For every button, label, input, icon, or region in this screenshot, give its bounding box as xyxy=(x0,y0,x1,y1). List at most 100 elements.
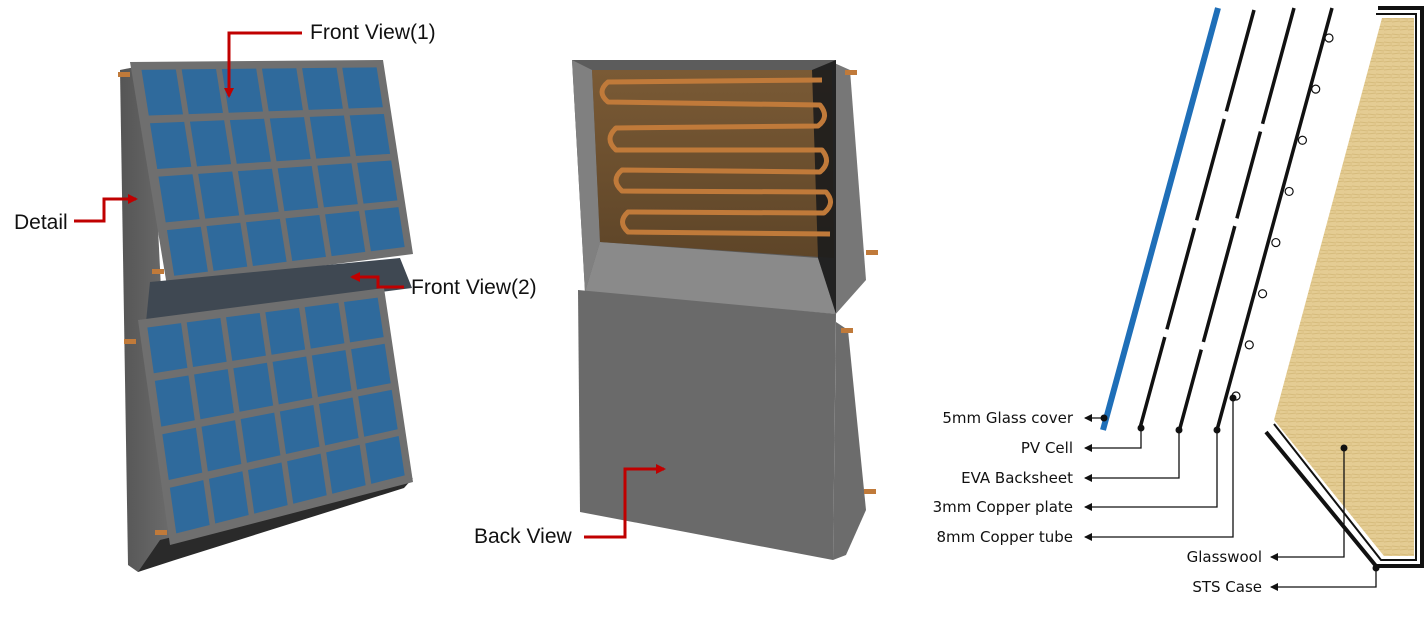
pv-cell-layer xyxy=(1138,9,1256,429)
callout-arrow xyxy=(224,31,302,98)
pv-cell xyxy=(194,369,234,420)
section-label: STS Case xyxy=(1192,578,1262,596)
pv-cell xyxy=(189,120,232,167)
pv-cell xyxy=(208,471,249,524)
callout-line xyxy=(1270,568,1377,591)
callout-front-view-1: Front View(1) xyxy=(224,21,436,98)
section-label: 8mm Copper tube xyxy=(936,528,1073,546)
copper-pin xyxy=(124,339,136,344)
copper-pin xyxy=(845,70,857,75)
pv-cell xyxy=(302,67,343,110)
glass-cover xyxy=(1100,7,1221,431)
callout-arrow xyxy=(584,464,666,539)
section-label: 3mm Copper plate xyxy=(933,498,1073,516)
callout-line xyxy=(1084,430,1180,482)
callout-line xyxy=(1084,398,1234,541)
pv-cell xyxy=(342,67,383,109)
panel-gap-strip xyxy=(146,258,412,322)
section-label: Glasswool xyxy=(1187,548,1262,566)
callout-arrow xyxy=(74,194,138,223)
pv-cell xyxy=(162,427,203,481)
copper-pin xyxy=(866,250,878,255)
lower-pv-cells xyxy=(147,297,405,534)
tube-section xyxy=(1257,289,1268,299)
pv-cell xyxy=(351,343,391,390)
copper-pin xyxy=(155,530,167,535)
pv-cell xyxy=(326,444,366,494)
pv-cell xyxy=(186,318,227,368)
back-module xyxy=(572,60,878,560)
front-module xyxy=(118,60,413,572)
pv-cell xyxy=(349,113,391,157)
pv-cell xyxy=(277,166,319,212)
copper-tube xyxy=(599,77,833,237)
sts-case-inner xyxy=(1273,13,1417,561)
tube-section xyxy=(1271,237,1281,248)
pv-cell xyxy=(364,207,405,252)
upper-pv-cells xyxy=(141,67,405,276)
pv-cell xyxy=(365,435,405,484)
pv-cell xyxy=(158,174,200,223)
callout-line xyxy=(1084,428,1142,452)
pv-cell xyxy=(154,375,195,427)
label-front-view-1: Front View(1) xyxy=(310,21,436,44)
pv-cell xyxy=(325,211,366,257)
pv-cell xyxy=(309,115,351,159)
pv-cell xyxy=(181,69,223,115)
pv-cell xyxy=(319,397,359,446)
cross-section xyxy=(1100,6,1424,568)
cavity-left-wall xyxy=(572,60,600,292)
pv-cell xyxy=(344,297,384,343)
pv-cell xyxy=(261,68,303,112)
pv-cell xyxy=(149,121,192,169)
copper-pin xyxy=(864,489,876,494)
tube-section xyxy=(1297,135,1308,145)
back-side-wall-lower xyxy=(833,322,866,560)
label-detail: Detail xyxy=(14,211,68,234)
glasswool xyxy=(1274,18,1414,556)
pv-cell xyxy=(246,218,287,266)
back-side-wall xyxy=(832,62,866,316)
section-label: 5mm Glass cover xyxy=(942,409,1073,427)
pv-cell xyxy=(198,171,240,219)
callout-arrow xyxy=(350,272,404,289)
cavity-bottom-wall xyxy=(585,242,836,314)
pv-cell xyxy=(317,163,358,208)
pv-cell xyxy=(265,307,306,355)
pv-cell xyxy=(279,405,320,455)
module-bottom-shadow xyxy=(138,478,413,572)
pv-cell xyxy=(269,117,311,162)
callout-line xyxy=(1084,430,1218,511)
pv-cell xyxy=(240,412,281,463)
pv-cell xyxy=(166,226,208,276)
section-label: EVA Backsheet xyxy=(961,469,1073,487)
pv-cell xyxy=(229,118,271,164)
copper-plate-layer xyxy=(1215,7,1334,431)
tube-section xyxy=(1244,340,1254,350)
copper-pin xyxy=(152,269,164,274)
tube-section xyxy=(1311,84,1321,94)
back-panel xyxy=(578,290,836,560)
pv-cell xyxy=(304,302,345,349)
eva-backsheet-layer xyxy=(1178,7,1296,429)
pv-cell xyxy=(221,68,263,113)
callout-detail: Detail xyxy=(14,194,138,234)
copper-pin xyxy=(841,328,853,333)
pv-cell xyxy=(357,160,398,204)
sts-case-outline xyxy=(1264,6,1424,568)
callout-front-view-2: Front View(2) xyxy=(350,272,537,299)
pv-cell xyxy=(358,389,398,437)
pv-cell xyxy=(226,312,266,361)
tube-section xyxy=(1284,186,1294,197)
callout-back-view: Back View xyxy=(474,464,666,548)
pv-cell xyxy=(272,356,313,405)
pv-cell xyxy=(287,453,327,504)
pv-cell xyxy=(147,323,188,374)
tube-section xyxy=(1324,33,1334,43)
callout-line xyxy=(1270,448,1345,561)
pv-cell xyxy=(248,462,288,514)
section-label: PV Cell xyxy=(1021,439,1073,457)
pv-cell xyxy=(237,168,279,215)
